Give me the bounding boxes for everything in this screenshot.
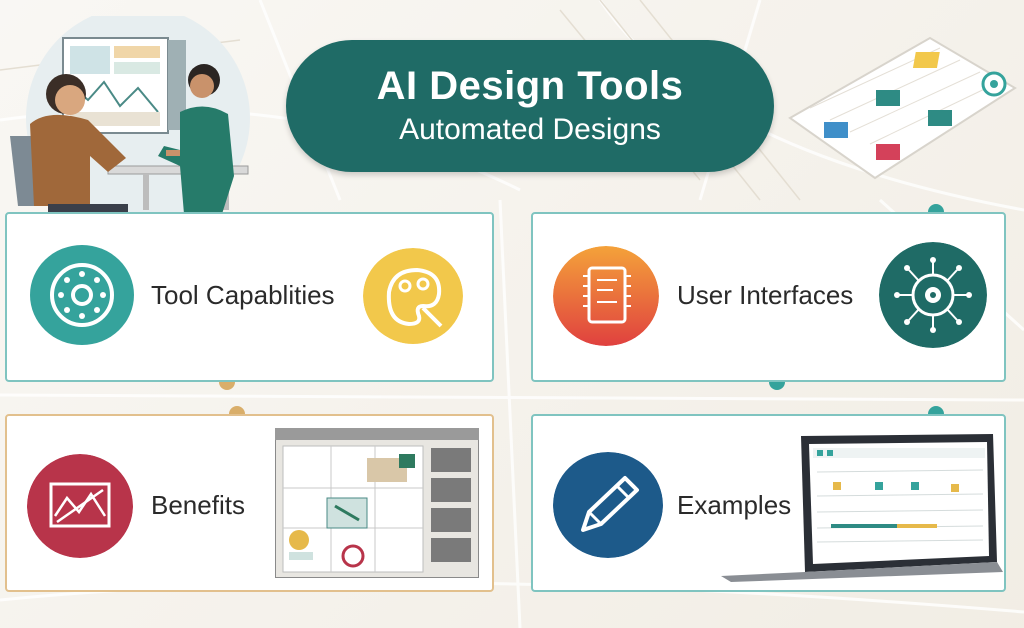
card-label: Benefits <box>151 490 245 520</box>
dial-icon <box>30 245 134 345</box>
circuit-icon <box>879 242 987 348</box>
floating-dashboard <box>788 36 1017 180</box>
card-user-interfaces: User Interfaces <box>531 212 1006 382</box>
card-label: Examples <box>677 490 792 520</box>
card-examples: Examples <box>531 414 1006 592</box>
page-subtitle: Automated Designs <box>399 113 661 146</box>
card-tool-capabilities: Tool Capablities <box>5 212 494 382</box>
card-benefits: Benefits <box>5 414 494 592</box>
palette-icon <box>363 248 463 344</box>
floor-plan-screen <box>275 428 479 578</box>
card-label: Tool Capablities <box>151 280 335 310</box>
blueprint-icon <box>27 454 133 558</box>
title-banner: AI Design Tools Automated Designs <box>286 40 774 172</box>
laptop-screen <box>721 434 1003 582</box>
pencil-icon <box>553 452 663 558</box>
chip-icon <box>553 246 659 346</box>
card-label: User Interfaces <box>677 280 854 310</box>
page-title: AI Design Tools <box>376 64 684 108</box>
people-illustration <box>10 16 250 214</box>
